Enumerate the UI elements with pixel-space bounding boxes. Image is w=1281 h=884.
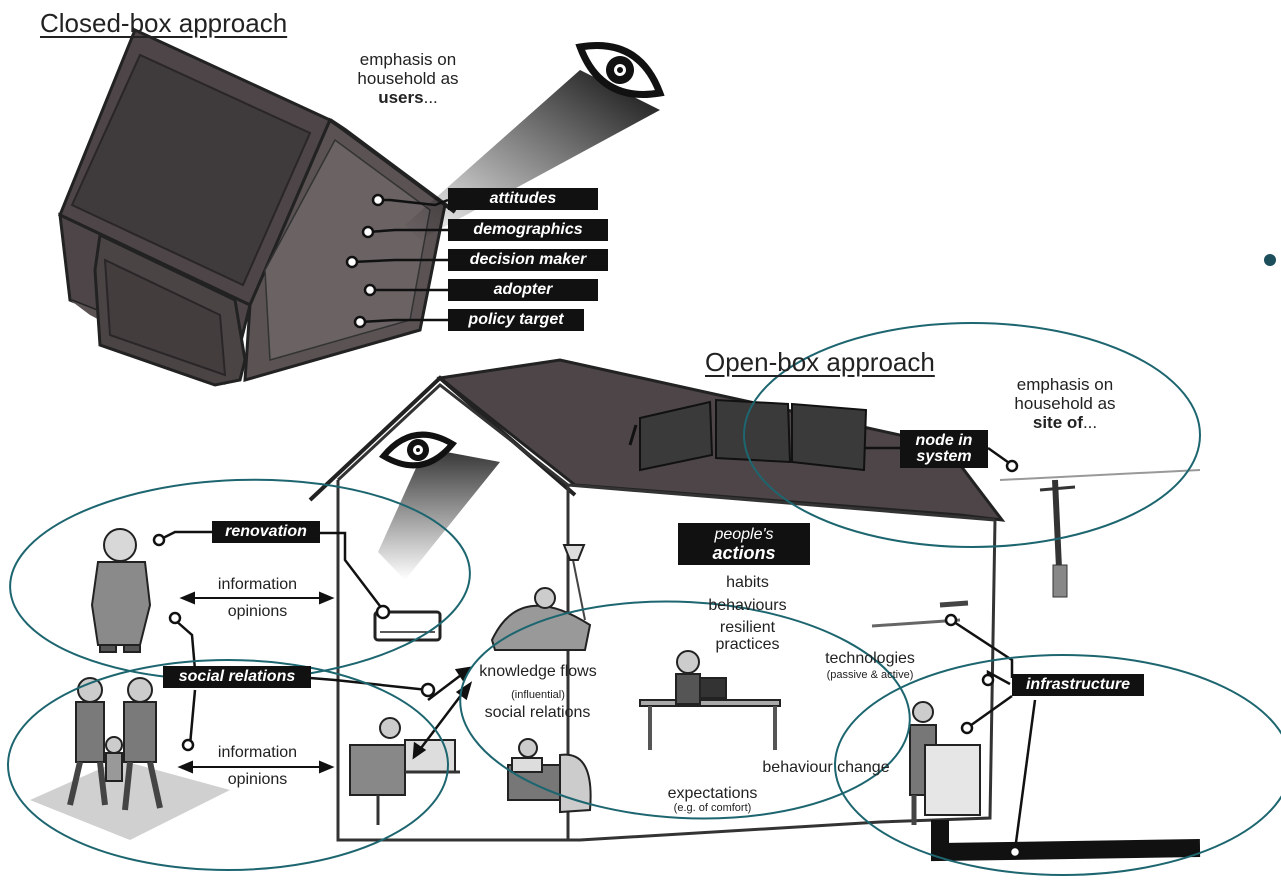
closed-emphasis-line2: household as <box>357 69 459 88</box>
behaviours-label: behaviours <box>708 597 787 614</box>
info-arrow-bottom <box>177 760 335 774</box>
tag-social-relations: social relations <box>163 666 311 688</box>
open-emphasis-bold: site of <box>1032 413 1083 432</box>
closed-emphasis-line1: emphasis on <box>359 50 457 69</box>
open-eye-beam <box>378 448 500 580</box>
expectations-label: expectations <box>667 785 758 802</box>
open-emphasis-text: emphasis on household as site of... <box>1000 375 1130 432</box>
closed-box-title: Closed-box approach <box>40 8 288 38</box>
info-top-label: information <box>217 576 298 593</box>
video-call-figure <box>349 717 460 825</box>
ellipse-knowledge-flows <box>459 600 911 820</box>
kitchen-figure <box>909 701 981 825</box>
open-emphasis-line2: household as <box>1014 394 1116 413</box>
tag-peoples-actions: people's actions <box>678 523 810 565</box>
resilient-label: resilient <box>719 619 776 636</box>
closed-tag-connectors <box>345 193 449 329</box>
info-arrow-top <box>179 591 335 605</box>
info-bottom-label: information <box>217 744 298 761</box>
contractor-figure <box>90 528 152 653</box>
tag-renovation: renovation <box>212 521 320 543</box>
closed-box-house <box>58 27 457 387</box>
open-eye-icon <box>378 431 458 469</box>
closed-emphasis-text: emphasis on household as users... <box>348 50 468 107</box>
passive-active-label: (passive & active) <box>826 669 914 681</box>
reading-figure <box>490 544 592 651</box>
tag-demographics: demographics <box>448 219 608 241</box>
tag-decision-maker: decision maker <box>448 249 608 271</box>
comfort-label: (e.g. of comfort) <box>673 802 752 814</box>
closed-emphasis-line3: users... <box>348 88 468 107</box>
ellipse-social-relations <box>7 659 449 871</box>
tag-adopter: adopter <box>448 279 598 301</box>
closed-emphasis-suffix: ... <box>423 88 438 107</box>
node-line2: system <box>916 448 972 465</box>
peoples-line1: people's <box>714 526 774 543</box>
ellipse-infrastructure <box>834 654 1281 876</box>
influential-label: (influential) <box>511 689 565 701</box>
open-emphasis-suffix: ... <box>1082 413 1098 432</box>
tag-policy-target: policy target <box>448 309 584 331</box>
tag-node-in-system: node in system <box>900 430 988 468</box>
open-tag-connectors <box>152 446 1037 859</box>
open-emphasis-line3: site of... <box>1000 413 1130 432</box>
peoples-line2: actions <box>712 543 776 563</box>
bullet-point <box>1264 254 1276 266</box>
ellipse-node-in-system <box>743 322 1201 548</box>
open-box-title: Open-box approach <box>705 347 935 377</box>
closed-emphasis-bold: users <box>378 88 424 107</box>
open-emphasis-line1: emphasis on <box>1016 375 1114 394</box>
node-line1: node in <box>915 432 973 449</box>
technologies-label: technologies <box>825 650 915 667</box>
family-figure <box>30 677 230 840</box>
knowledge-arrows <box>412 666 473 760</box>
habits-label: habits <box>726 574 769 591</box>
opinions-bottom-label: opinions <box>227 771 288 788</box>
knowledge-flows-label: knowledge flows <box>479 663 597 680</box>
social-relations-2-label: social relations <box>484 704 591 721</box>
desk-worker-figure <box>639 650 781 750</box>
closed-eye-icon <box>575 42 665 98</box>
practices-label: practices <box>715 636 780 653</box>
tag-attitudes: attitudes <box>448 188 598 210</box>
tag-infrastructure: infrastructure <box>1012 674 1144 696</box>
opinions-top-label: opinions <box>227 603 288 620</box>
highlight-ellipses <box>7 322 1281 876</box>
open-box-house <box>308 358 1201 862</box>
behaviour-change-label: behaviour change <box>762 759 890 776</box>
